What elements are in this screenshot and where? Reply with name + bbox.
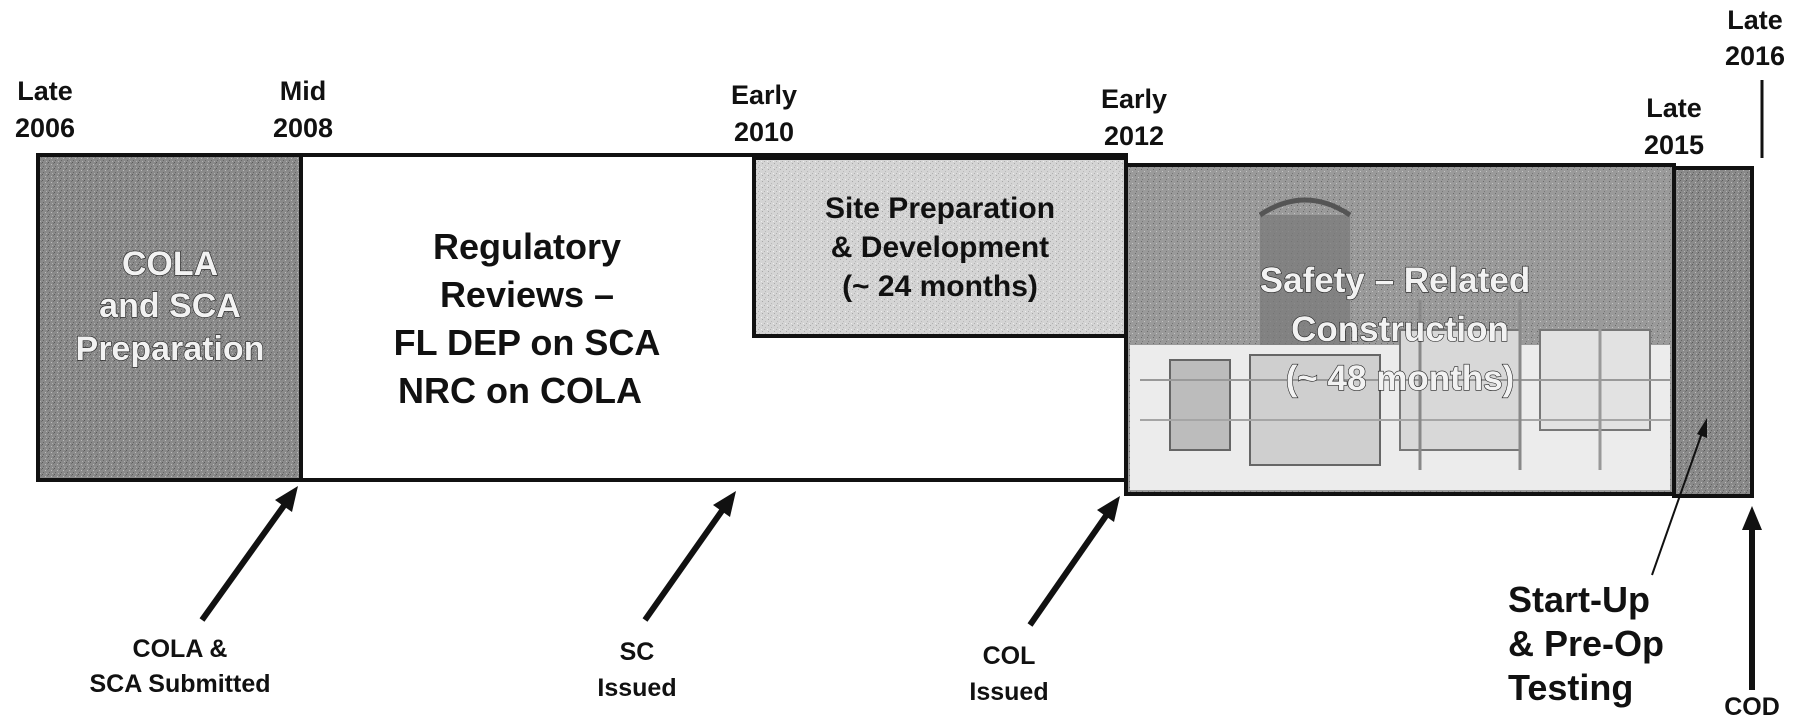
svg-text:FL DEP on SCA: FL DEP on SCA bbox=[394, 322, 661, 363]
phase-label-site-preparation: Site Preparation & Development (~ 24 mon… bbox=[825, 192, 1055, 303]
milestone-label-sc-issued: SC Issued bbox=[597, 638, 676, 702]
phase-block-site-preparation bbox=[752, 156, 1128, 338]
arrow-cola-sca-submitted bbox=[199, 486, 298, 622]
svg-text:Start-Up: Start-Up bbox=[1508, 579, 1650, 620]
svg-text:2010: 2010 bbox=[734, 117, 794, 147]
svg-text:Late: Late bbox=[1646, 93, 1702, 123]
svg-text:COL: COL bbox=[983, 642, 1036, 670]
arrow-sc-issued bbox=[642, 491, 736, 622]
svg-text:(~ 24 months): (~ 24 months) bbox=[842, 270, 1038, 303]
svg-text:NRC on COLA: NRC on COLA bbox=[398, 370, 642, 411]
arrow-startup-testing bbox=[1651, 418, 1707, 576]
date-label-late-2016: Late 2016 bbox=[1725, 5, 1785, 71]
svg-text:Safety – Related: Safety – Related bbox=[1260, 261, 1530, 300]
date-label-mid-2008: Mid 2008 bbox=[273, 76, 333, 143]
svg-text:Early: Early bbox=[1101, 84, 1167, 114]
phase-label-cola-sca-preparation: COLA and SCA Preparation bbox=[75, 244, 265, 368]
svg-text:Regulatory: Regulatory bbox=[433, 226, 621, 267]
arrow-col-issued bbox=[1027, 496, 1120, 627]
svg-text:SC: SC bbox=[620, 638, 655, 666]
svg-text:Early: Early bbox=[731, 80, 797, 110]
date-label-late-2015: Late 2015 bbox=[1644, 93, 1704, 160]
svg-text:(~ 48 months): (~ 48 months) bbox=[1286, 359, 1515, 398]
svg-text:Late: Late bbox=[17, 76, 73, 106]
svg-text:& Pre-Op: & Pre-Op bbox=[1508, 623, 1664, 664]
milestone-label-col-issued: COL Issued bbox=[969, 642, 1048, 706]
phase-block-startup-testing bbox=[1672, 166, 1754, 498]
svg-text:and SCA: and SCA bbox=[99, 287, 241, 325]
svg-text:Issued: Issued bbox=[969, 678, 1048, 706]
svg-text:2008: 2008 bbox=[273, 113, 333, 143]
date-label-early-2012: Early 2012 bbox=[1101, 84, 1167, 151]
milestone-label-cod: COD bbox=[1724, 693, 1780, 720]
svg-text:2006: 2006 bbox=[15, 113, 75, 143]
construction-photo bbox=[1130, 197, 1670, 490]
svg-text:SCA Submitted: SCA Submitted bbox=[89, 670, 270, 698]
svg-text:& Development: & Development bbox=[831, 231, 1049, 264]
svg-text:Issued: Issued bbox=[597, 674, 676, 702]
svg-text:Late: Late bbox=[1727, 5, 1783, 35]
svg-text:Reviews –: Reviews – bbox=[440, 274, 614, 315]
svg-text:Construction: Construction bbox=[1291, 310, 1509, 349]
svg-text:COLA &: COLA & bbox=[133, 635, 228, 663]
svg-text:Testing: Testing bbox=[1508, 667, 1633, 708]
svg-text:2012: 2012 bbox=[1104, 121, 1164, 151]
svg-text:2016: 2016 bbox=[1725, 41, 1785, 71]
svg-text:2015: 2015 bbox=[1644, 130, 1704, 160]
svg-text:COLA: COLA bbox=[122, 245, 218, 283]
milestone-label-startup-testing: Start-Up & Pre-Op Testing bbox=[1508, 579, 1664, 708]
svg-text:Site Preparation: Site Preparation bbox=[825, 192, 1055, 225]
milestone-label-cola-sca-submitted: COLA & SCA Submitted bbox=[89, 635, 270, 698]
svg-text:Preparation: Preparation bbox=[76, 330, 265, 368]
arrow-cod bbox=[1742, 506, 1762, 690]
date-label-early-2010: Early 2010 bbox=[731, 80, 797, 147]
date-label-late-2006: Late 2006 bbox=[15, 76, 75, 143]
svg-text:Mid: Mid bbox=[280, 76, 327, 106]
phase-label-regulatory-reviews: Regulatory Reviews – FL DEP on SCA NRC o… bbox=[394, 226, 661, 411]
phase-label-safety-related-construction: Safety – Related Construction (~ 48 mont… bbox=[1259, 260, 1531, 398]
